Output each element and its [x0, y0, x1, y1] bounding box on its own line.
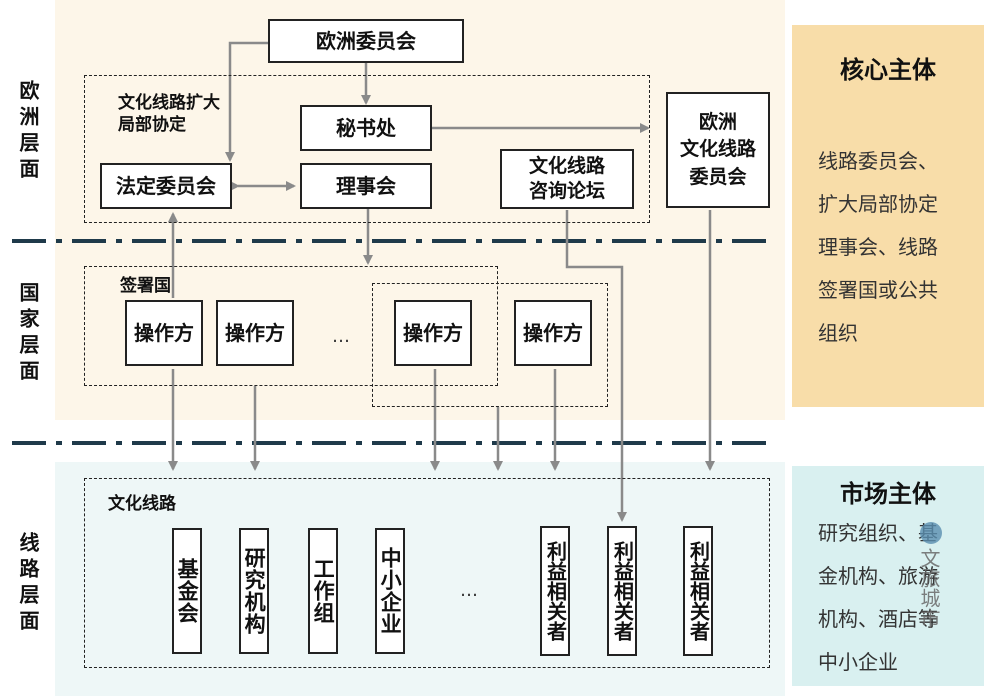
european-commission-box: 欧洲委员会	[268, 19, 464, 63]
route-member-box: 中小企业	[375, 528, 405, 654]
signatories-label: 签署国	[120, 276, 171, 296]
route-member-box: 研究机构	[239, 528, 269, 654]
cultural-route-group	[84, 478, 770, 668]
market-panel-line: 机构、酒店等	[818, 607, 938, 631]
operators-group-secondary	[372, 283, 608, 407]
core-panel-line: 理事会、线路	[818, 235, 938, 259]
governing-board-box: 理事会	[300, 163, 432, 209]
market-actors-panel	[792, 466, 984, 686]
market-panel-line: 金机构、旅游	[818, 564, 938, 588]
route-member-box: 利益相关者	[607, 526, 637, 656]
core-actors-panel	[792, 25, 984, 407]
cultural-route-label: 文化线路	[108, 494, 176, 514]
route-member-box: 利益相关者	[683, 526, 713, 656]
statutory-committee-box: 法定委员会	[100, 163, 232, 209]
level-label-route: 线路层面	[16, 532, 40, 636]
epa-label: 文化线路扩大 局部协定	[118, 93, 220, 136]
advisory-forum-box: 文化线路 咨询论坛	[500, 149, 634, 209]
route-member-box: 利益相关者	[540, 526, 570, 656]
market-panel-title: 市场主体	[840, 480, 936, 508]
signatories-group	[84, 266, 498, 386]
operator-box: 操作方	[125, 300, 203, 366]
route-member-box: 工作组	[308, 528, 338, 654]
epa-group	[84, 75, 650, 223]
route-member-box: 基金会	[172, 528, 202, 654]
level-label-national: 国家层面	[16, 282, 40, 386]
core-panel-line: 组织	[818, 321, 858, 345]
secretariat-box: 秘书处	[300, 105, 432, 151]
core-panel-title: 核心主体	[840, 56, 936, 84]
market-panel-line: 研究组织、基	[818, 521, 938, 545]
level-label-eu: 欧洲层面	[16, 80, 40, 184]
operator-box: 操作方	[514, 300, 592, 366]
core-panel-line: 扩大局部协定	[818, 192, 938, 216]
route-ellipsis: …	[460, 580, 478, 601]
market-panel-text: 研究组织、基 金机构、旅游 机构、酒店等 中小企业	[818, 512, 978, 684]
route-committee-box: 欧洲 文化线路 委员会	[666, 92, 770, 208]
watermark-text: 文旅城市	[917, 548, 941, 628]
core-panel-line: 签署国或公共	[818, 278, 938, 302]
watermark-logo-icon	[920, 522, 942, 544]
core-panel-line: 线路委员会、	[818, 149, 938, 173]
market-panel-line: 中小企业	[818, 650, 898, 674]
operator-box: 操作方	[216, 300, 294, 366]
operator-box: 操作方	[394, 300, 472, 366]
operators-ellipsis: …	[332, 326, 350, 347]
core-panel-text: 线路委员会、 扩大局部协定 理事会、线路 签署国或公共 组织	[818, 140, 978, 355]
